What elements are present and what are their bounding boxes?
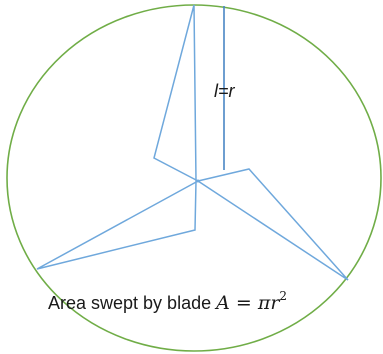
rotor-hub bbox=[196, 179, 200, 183]
caption-text: Area swept by blade bbox=[48, 293, 216, 313]
radius-label: l=r bbox=[214, 81, 236, 101]
swept-area-caption: Area swept by blade A = πr2 bbox=[48, 289, 287, 314]
caption-formula: A = πr bbox=[214, 292, 281, 314]
caption-exponent: 2 bbox=[279, 289, 287, 303]
blade-lower-right bbox=[197, 168, 349, 281]
blade-top bbox=[153, 4, 199, 182]
blade-lower-left bbox=[36, 180, 199, 270]
